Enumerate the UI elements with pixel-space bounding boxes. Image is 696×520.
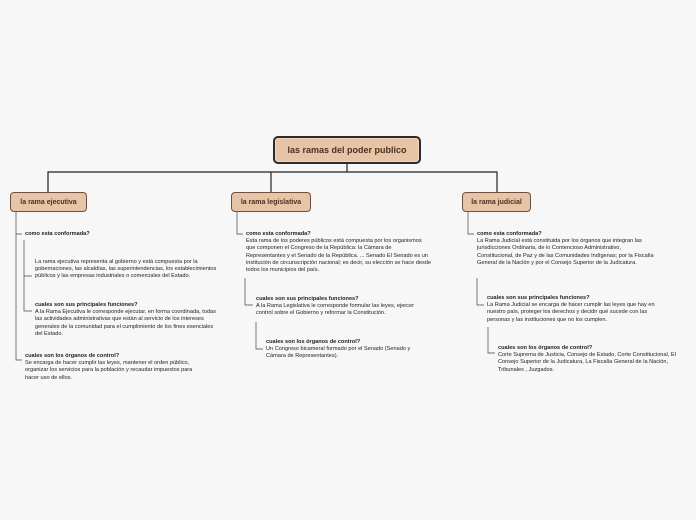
legislativa-connector-3 — [255, 322, 263, 350]
topic-question: como esta conformada? — [246, 231, 311, 237]
ejecutiva-connector-4 — [15, 234, 22, 361]
topic-legislativa-control[interactable]: cuales son los órganos de control? Un Co… — [266, 339, 431, 361]
topic-answer: A la Rama Ejecutiva le corresponde ejecu… — [35, 309, 216, 337]
topic-judicial-funciones[interactable]: cuales son sus principales funciones? La… — [487, 295, 670, 324]
topic-question: cuales son sus principales funciones? — [35, 302, 138, 308]
topic-question: cuales son los órganos de control? — [25, 353, 120, 359]
branch-label: la rama judicial — [471, 198, 522, 206]
topic-ejecutiva-conformada[interactable]: como esta conformada? — [25, 231, 215, 238]
judicial-connector-2 — [476, 278, 484, 306]
root-label: las ramas del poder publico — [287, 145, 407, 155]
topic-question: como esta conformada? — [25, 231, 90, 237]
ejecutiva-connector-1 — [15, 212, 22, 235]
branch-node-judicial[interactable]: la rama judicial — [462, 192, 531, 212]
topic-ejecutiva-descripcion[interactable]: La rama ejecutiva representa al gobierno… — [35, 259, 220, 281]
topic-question: cuales son los órganos de control? — [498, 345, 593, 351]
topic-ejecutiva-funciones[interactable]: cuales son sus principales funciones? A … — [35, 302, 218, 338]
topic-answer: La Rama Judicial se encarga de hacer cum… — [487, 302, 655, 323]
branch-node-legislativa[interactable]: la rama legislativa — [231, 192, 311, 212]
ejecutiva-connector-2 — [23, 240, 32, 277]
legislativa-connector-1 — [236, 212, 243, 235]
root-node[interactable]: las ramas del poder publico — [273, 136, 421, 164]
ejecutiva-connector-3 — [23, 276, 32, 312]
branch-label: la rama legislativa — [240, 198, 302, 206]
root-connector — [47, 164, 498, 192]
branch-node-ejecutiva[interactable]: la rama ejecutiva — [10, 192, 87, 212]
topic-ejecutiva-control[interactable]: cuales son los órganos de control? Se en… — [25, 353, 205, 382]
topic-answer: Se encarga de hacer cumplir las leyes, m… — [25, 360, 193, 381]
topic-answer: Un Congreso bicameral formado por el Sen… — [266, 346, 411, 360]
topic-question: cuales son sus principales funciones? — [256, 296, 359, 302]
topic-legislativa-conformada[interactable]: como esta conformada? Esta rama de los p… — [246, 231, 431, 274]
topic-judicial-control[interactable]: cuales son los órganos de control? Corte… — [498, 345, 678, 374]
topic-answer: La Rama Judicial está constituida por lo… — [477, 238, 654, 266]
topic-answer: A la Rama Legislativa le corresponde for… — [256, 303, 414, 317]
topic-legislativa-funciones[interactable]: cuales son sus principales funciones? A … — [256, 296, 426, 318]
topic-judicial-conformada[interactable]: como esta conformada? La Rama Judicial e… — [477, 231, 657, 267]
topic-answer: La rama ejecutiva representa al gobierno… — [35, 259, 217, 280]
topic-question: cuales son los órganos de control? — [266, 339, 361, 345]
topic-answer: Corte Suprema de Justicia, Consejo de Es… — [498, 352, 676, 373]
topic-question: cuales son sus principales funciones? — [487, 295, 590, 301]
branch-label: la rama ejecutiva — [20, 198, 77, 206]
topic-answer: Esta rama de los poderes públicos está c… — [246, 238, 432, 274]
judicial-connector-3 — [487, 327, 495, 354]
judicial-connector-1 — [467, 212, 474, 235]
topic-question: como esta conformada? — [477, 231, 542, 237]
legislativa-connector-2 — [244, 278, 253, 306]
